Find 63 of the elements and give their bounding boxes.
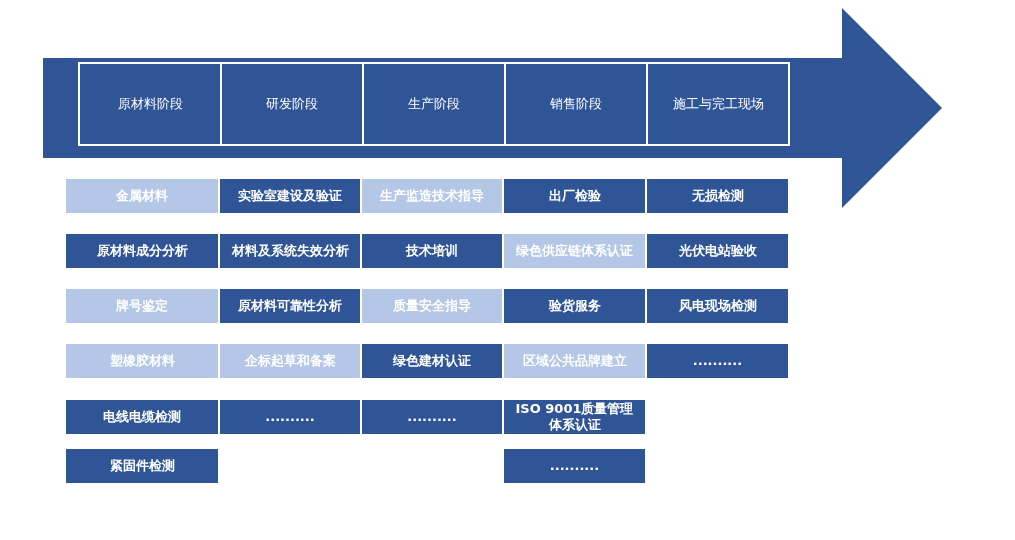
service-box [66,234,218,268]
service-box [362,344,502,378]
stage-box [504,62,648,146]
service-box [504,234,645,268]
stage-label: 销售阶段 [550,95,602,113]
service-box [66,179,218,213]
service-label: .......... [265,409,315,425]
service-box [647,289,788,323]
service-label: 原材料成分分析 [96,243,188,259]
service-label: 塑橡胶材料 [109,353,175,369]
service-label: 牌号鉴定 [116,298,168,314]
service-box [362,179,502,213]
service-label: 实验室建设及验证 [238,188,342,204]
service-box [220,344,360,378]
service-box [66,400,218,434]
service-label: 风电现场检测 [678,298,757,314]
service-box [362,289,502,323]
service-box [504,289,645,323]
service-label: 验货服务 [548,298,601,314]
service-label: 金属材料 [116,188,168,204]
service-label: 出厂检验 [548,188,601,204]
service-box [220,400,360,434]
service-box [66,289,218,323]
stage-label: 生产阶段 [408,95,460,113]
service-label: 技术培训 [406,243,458,259]
service-label: .......... [407,409,457,425]
service-label: 企标起草和备案 [244,353,336,369]
stage-label: 研发阶段 [266,95,318,113]
service-box [66,449,218,483]
arrow-band [43,8,943,208]
stage-box [78,62,222,146]
service-box [220,234,360,268]
service-box [647,234,788,268]
service-label: 绿色供应链体系认证 [516,243,633,259]
service-label: ISO 9001质量管理体系认证 [514,401,635,433]
service-box [647,179,788,213]
service-label: 材料及系统失效分析 [231,243,349,259]
service-box [504,179,645,213]
service-box [362,234,502,268]
stage-label: 原材料阶段 [117,95,183,113]
service-label: 区域公共品牌建立 [522,353,627,369]
service-box [362,400,502,434]
service-label: 质量安全指导 [393,298,471,314]
service-box [647,344,788,378]
stage-box [362,62,506,146]
service-box [220,289,360,323]
service-label: .......... [692,353,743,369]
service-label: 电线电缆检测 [103,409,181,425]
service-box [504,449,645,483]
service-box [504,344,645,378]
service-label: 生产监造技术指导 [380,188,484,204]
service-label: 无损检测 [691,188,744,204]
service-box [66,344,218,378]
service-label: 绿色建材认证 [393,353,471,369]
service-label: 紧固件检测 [109,458,175,474]
service-label: 光伏电站验收 [678,243,757,259]
service-box [504,400,645,434]
service-label: 原材料可靠性分析 [238,298,342,314]
stage-box [646,62,790,146]
service-label: .......... [549,458,600,474]
stage-box [220,62,364,146]
service-box [220,179,360,213]
stage-label: 施工与完工现场 [672,95,764,113]
